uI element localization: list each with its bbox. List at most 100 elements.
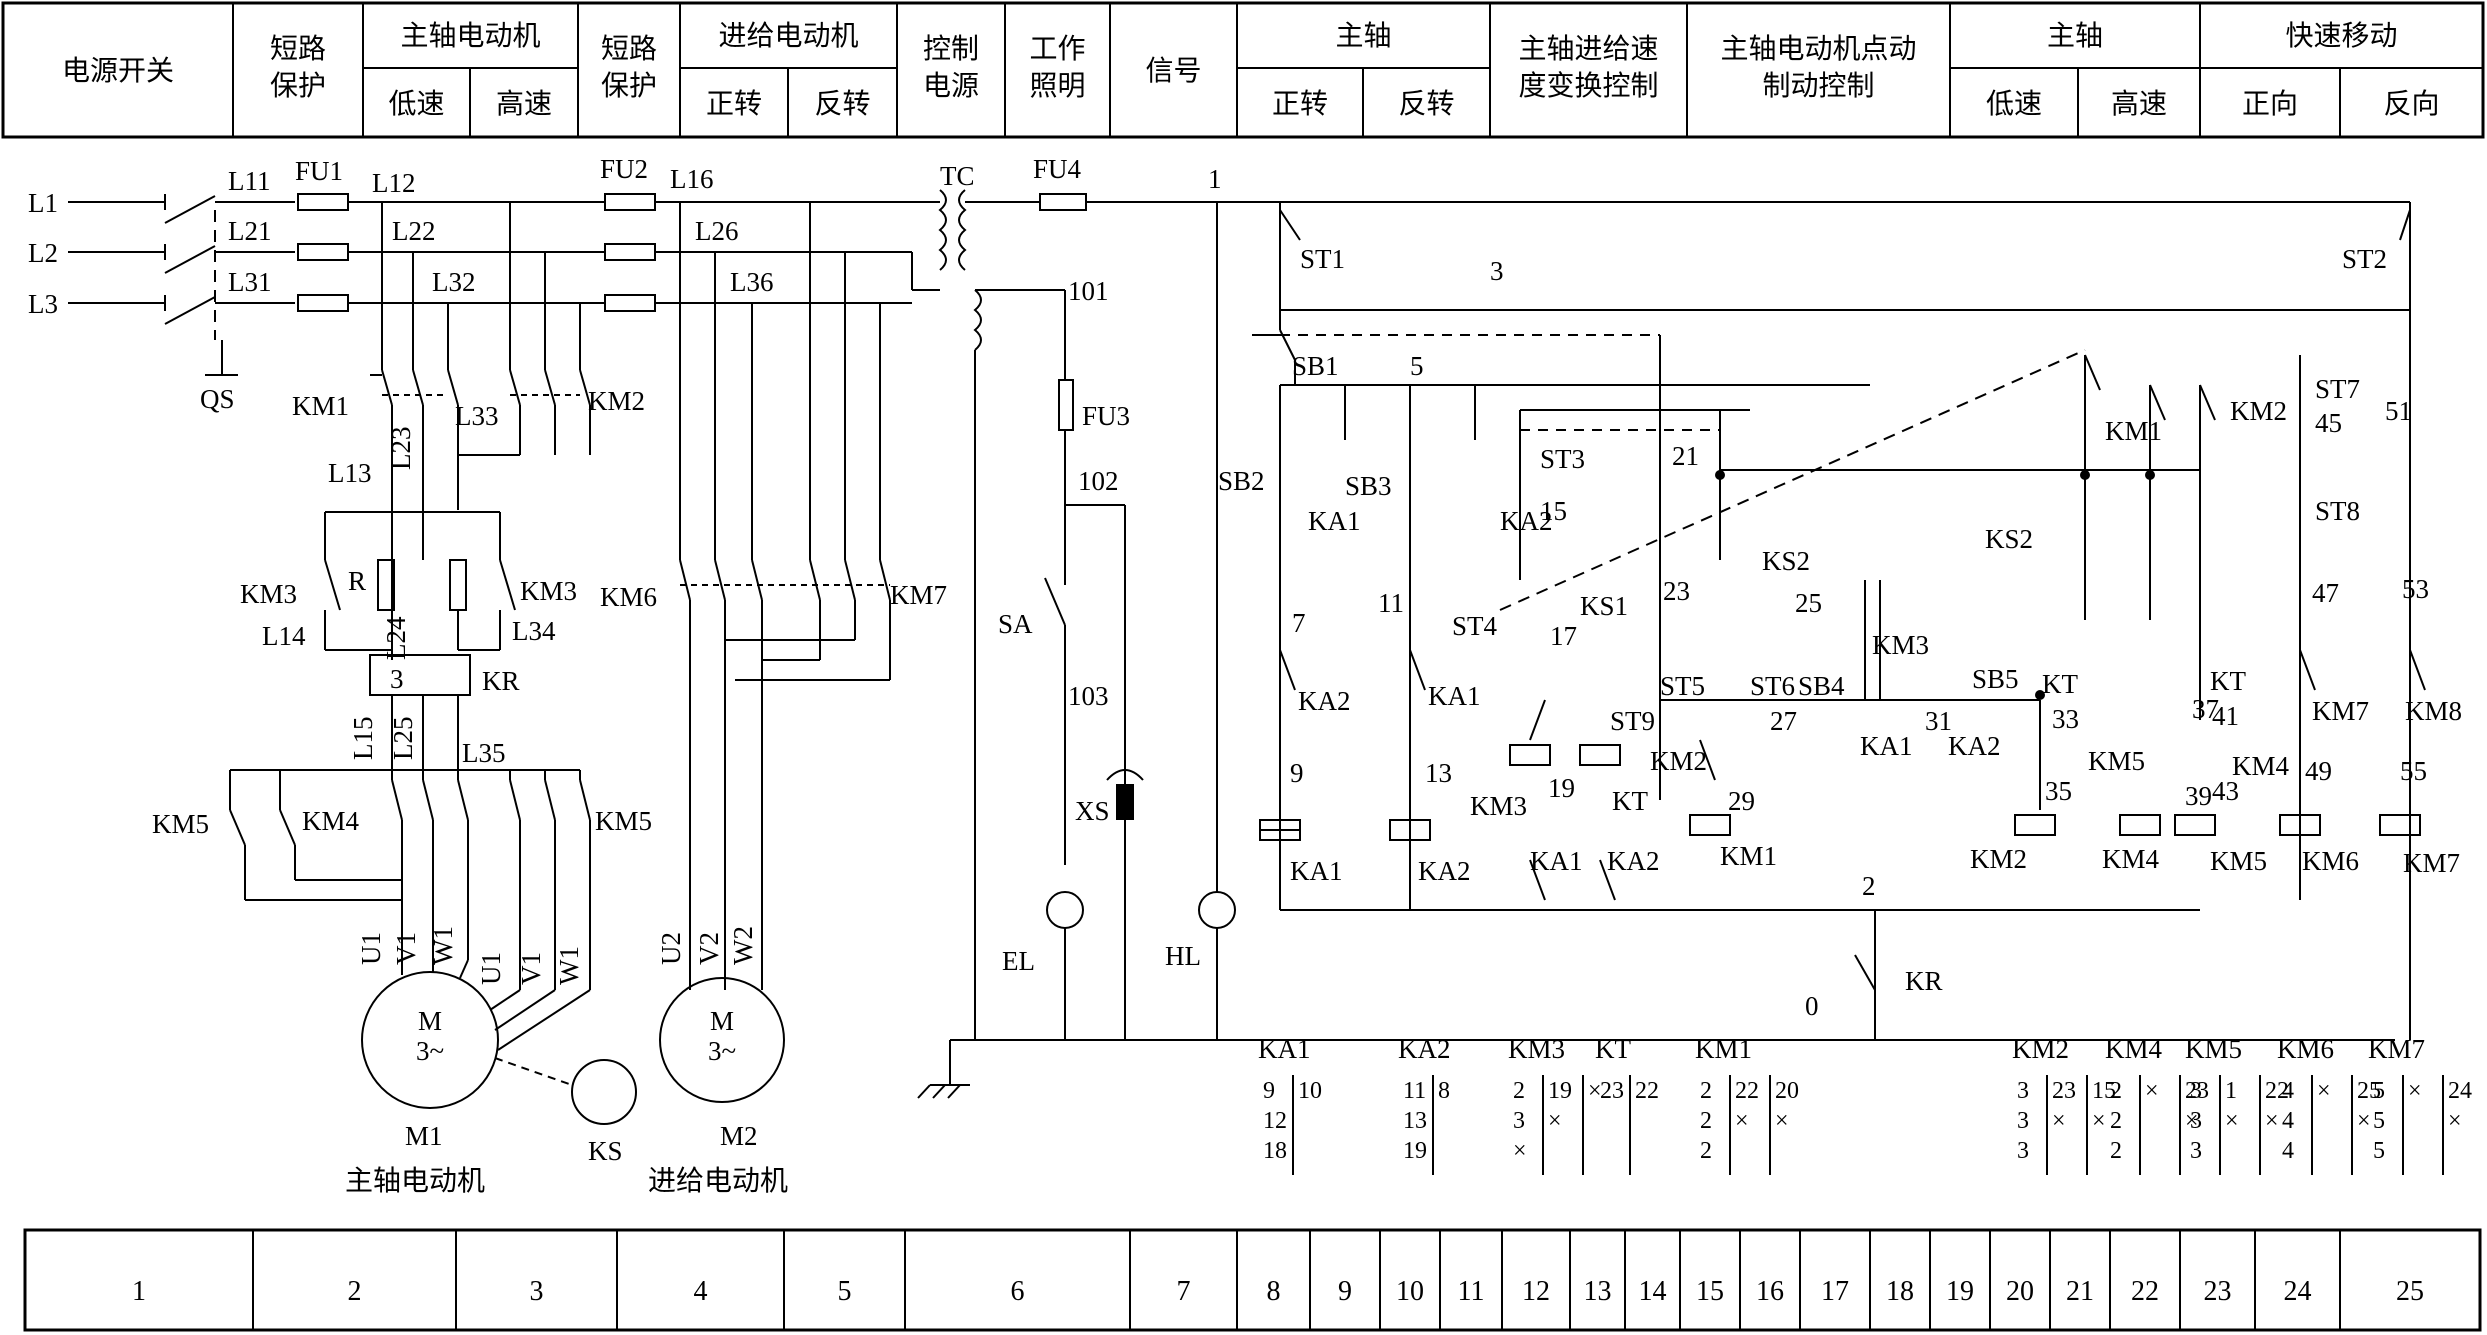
label-KM1d: KM1 (1720, 841, 1777, 871)
crossref-KM6-extra-0: 25 (2357, 1078, 2381, 1104)
footer-table (23, 1228, 2482, 1332)
label-KRb: KR (1905, 966, 1943, 996)
label-V1a: V1 (391, 932, 421, 965)
crossref-KM4-extra-1: × (2185, 1108, 2199, 1134)
label-L24: L24 (381, 616, 411, 660)
label-U1b: U1 (476, 952, 506, 985)
label-V1b: V1 (516, 952, 546, 985)
header-jog-l2: 制动控制 (1762, 69, 1874, 102)
crossref-KM4-extra-0: 23 (2185, 1078, 2209, 1104)
header-sc1-l1: 短路 (270, 32, 326, 65)
footer-number-10: 10 (1396, 1276, 1424, 1307)
label-KM5a: KM5 (152, 809, 209, 839)
footer-number-4: 4 (694, 1276, 708, 1307)
footer-number-14: 14 (1639, 1276, 1667, 1307)
label-w55: 55 (2400, 756, 2427, 786)
label-w37: 37 (2192, 694, 2219, 724)
label-KA1d: KA1 (1428, 681, 1481, 711)
label-SB4: SB4 (1798, 671, 1845, 701)
motor1-symbol: M (418, 1006, 442, 1036)
crossref-KM2-left-1: 3 (2017, 1108, 2029, 1134)
motor1-phase: 3~ (416, 1036, 444, 1066)
header-spm-sub2: 高速 (496, 87, 552, 120)
label-w17: 17 (1550, 621, 1577, 651)
label-w45: 45 (2315, 408, 2342, 438)
crossref-KM1-extra-1: × (1775, 1108, 1789, 1134)
crossref-KM7-left-2: 5 (2373, 1138, 2385, 1164)
footer-number-13: 13 (1584, 1276, 1612, 1307)
footer-number-8: 8 (1267, 1276, 1281, 1307)
label-L26: L26 (695, 216, 739, 246)
header-ctrl-l2: 电源 (923, 69, 979, 102)
label-L2: L2 (28, 238, 58, 268)
header-sc1-l2: 保护 (270, 69, 326, 102)
label-SB3: SB3 (1345, 471, 1392, 501)
label-L21: L21 (228, 216, 272, 246)
crossref-KM7-left-1: 5 (2373, 1108, 2385, 1134)
label-ST9: ST9 (1610, 706, 1655, 736)
header-spindle2-sub1: 低速 (1986, 87, 2042, 120)
crossref-KM1-left-1: 2 (1700, 1108, 1712, 1134)
header-rapid: 快速移动 (2285, 19, 2397, 52)
crossref-KM3-right-0: 19 (1548, 1078, 1572, 1104)
label-KM7e: KM7 (2403, 848, 2460, 878)
label-FU2: FU2 (600, 154, 648, 184)
crossref-KM6-left-0: 4 (2282, 1078, 2294, 1104)
label-KM3a: KM3 (240, 579, 297, 609)
crossref-KM4-left-2: 2 (2110, 1138, 2122, 1164)
label-ST3: ST3 (1540, 444, 1585, 474)
label-KA2e: KA2 (1948, 731, 2001, 761)
label-w49: 49 (2305, 756, 2332, 786)
crossref-KM4-left-0: 2 (2110, 1078, 2122, 1104)
footer-number-2: 2 (348, 1276, 362, 1307)
label-L34: L34 (512, 616, 556, 646)
label-ST5: ST5 (1660, 671, 1705, 701)
label-L1: L1 (28, 188, 58, 218)
label-feed_motor: 进给电动机 (648, 1164, 788, 1197)
label-w51: 51 (2385, 396, 2412, 426)
crossref-title-KM2: KM2 (2012, 1034, 2069, 1064)
crossref-KM1-right-1: × (1735, 1108, 1749, 1134)
crossref-title-KM1: KM1 (1695, 1034, 1752, 1064)
label-KM2e: KM2 (1970, 844, 2027, 874)
crossref-KM5-extra-0: 22 (2265, 1078, 2289, 1104)
label-w33: 33 (2052, 704, 2079, 734)
footer-number-6: 6 (1011, 1276, 1025, 1307)
label-w15: 15 (1540, 496, 1567, 526)
label-KM2c: KM2 (2230, 396, 2287, 426)
header-table (1, 1, 2485, 139)
crossref-KA2-right-0: 8 (1438, 1078, 1450, 1104)
label-KA2d: KA2 (1298, 686, 1351, 716)
label-w11: 11 (1378, 588, 1404, 618)
crossref-KM1-right-0: 22 (1735, 1078, 1759, 1104)
label-KM4e: KM4 (2102, 844, 2160, 874)
crossref-KT-left-0: 23 (1600, 1078, 1624, 1104)
footer-number-20: 20 (2006, 1276, 2034, 1307)
label-KM6a: KM6 (600, 582, 657, 612)
crossref-title-KM4: KM4 (2105, 1034, 2163, 1064)
footer-number-23: 23 (2204, 1276, 2232, 1307)
label-w13: 13 (1425, 758, 1452, 788)
label-KM4a: KM4 (302, 806, 360, 836)
header-spindle2-sub2: 高速 (2111, 87, 2167, 120)
label-L31: L31 (228, 267, 272, 297)
crossref-KM3-left-2: × (1513, 1138, 1527, 1164)
label-KA1g: KA1 (1530, 846, 1583, 876)
crossref-KM4-left-1: 2 (2110, 1108, 2122, 1134)
label-L35: L35 (462, 738, 506, 768)
crossref-KM7-right-0: × (2408, 1078, 2422, 1104)
footer-number-15: 15 (1696, 1276, 1724, 1307)
label-KM5b: KM5 (595, 806, 652, 836)
header-spm: 主轴电动机 (400, 19, 540, 52)
label-w2: 2 (1862, 871, 1876, 901)
label-w47: 47 (2312, 578, 2339, 608)
header-power: 电源开关 (62, 54, 174, 87)
label-n102: 102 (1078, 466, 1119, 496)
crossref-KM5-left-0: 3 (2190, 1078, 2202, 1104)
crossref-KM6-left-2: 4 (2282, 1138, 2294, 1164)
label-w31: 31 (1925, 706, 1952, 736)
header-light-l2: 照明 (1029, 69, 1085, 102)
label-KM7b: KM7 (2312, 696, 2369, 726)
label-KS2a: KS2 (1762, 546, 1810, 576)
